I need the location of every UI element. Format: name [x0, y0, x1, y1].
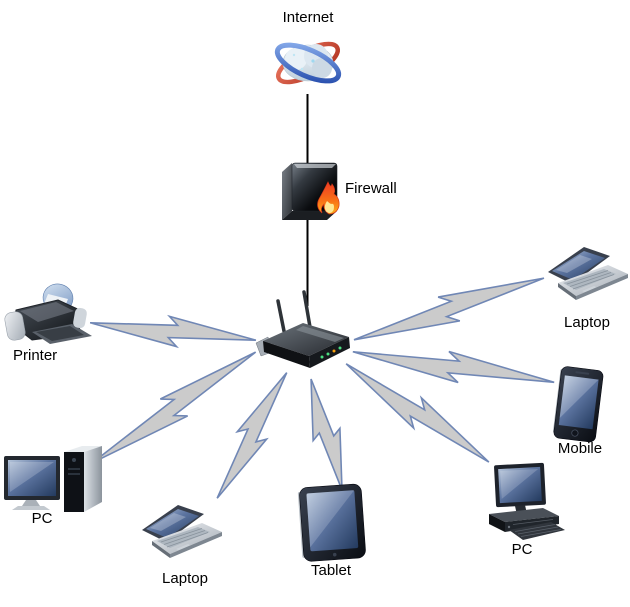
- node-label-pc-left: PC: [31, 510, 53, 527]
- node-label-laptop-top: Laptop: [564, 314, 610, 331]
- wireless-link-router-laptop-top: [347, 271, 551, 347]
- node-label-laptop-bottom: Laptop: [162, 570, 208, 587]
- node-label-firewall: Firewall: [345, 180, 397, 197]
- node-label-pc-right: PC: [511, 541, 533, 558]
- node-label-mobile: Mobile: [557, 440, 603, 457]
- laptop-icon: [547, 246, 629, 301]
- node-label-tablet: Tablet: [310, 562, 352, 579]
- router-antenna-right: [302, 290, 312, 329]
- internet-globe-icon: [274, 41, 342, 85]
- wireless-router-icon: [255, 290, 350, 368]
- smartphone-icon: [553, 366, 604, 443]
- tablet-icon: [297, 483, 366, 562]
- tower-computer-icon: [4, 446, 102, 512]
- wireless-link-router-laptop-bottom: [197, 368, 307, 503]
- desktop-computer-icon: [489, 462, 565, 540]
- printer-icon: [4, 283, 92, 344]
- node-label-internet: Internet: [282, 9, 334, 26]
- laptop-icon: [141, 504, 223, 559]
- wireless-link-router-tablet: [305, 375, 348, 494]
- router-antenna-left: [276, 299, 286, 333]
- node-label-printer: Printer: [13, 347, 58, 364]
- wireless-link-router-printer: [87, 298, 259, 364]
- firewall-flame-box-icon: [282, 162, 340, 220]
